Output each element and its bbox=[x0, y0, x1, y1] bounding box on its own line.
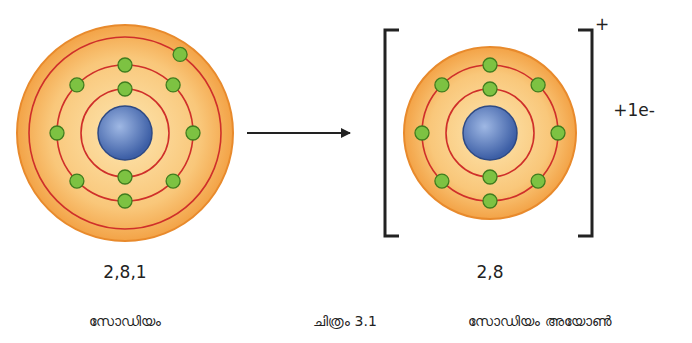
reaction-arrow bbox=[247, 132, 350, 134]
figure-caption: ചിത്രം 3.1 bbox=[313, 313, 377, 330]
electron bbox=[173, 47, 187, 61]
electron bbox=[118, 194, 132, 208]
electron bbox=[415, 126, 429, 140]
electron-loss-note: +1e- bbox=[613, 100, 655, 120]
electron bbox=[186, 126, 200, 140]
ion-bracket bbox=[578, 30, 592, 236]
ion-bracket bbox=[385, 30, 399, 236]
atom-disk bbox=[17, 25, 233, 241]
electron bbox=[483, 82, 497, 96]
electron-configuration: 2,8,1 bbox=[103, 262, 146, 282]
electron-shell bbox=[422, 65, 558, 201]
electron bbox=[531, 78, 545, 92]
electron-shell bbox=[57, 65, 193, 201]
electron-shell bbox=[29, 37, 221, 229]
atom-node: 2,8,1സോഡിയം bbox=[17, 25, 233, 241]
electron bbox=[166, 78, 180, 92]
electron bbox=[483, 194, 497, 208]
nucleus bbox=[463, 106, 517, 160]
electron bbox=[435, 78, 449, 92]
electrons bbox=[50, 47, 565, 208]
atom-name: സോഡിയം bbox=[89, 313, 161, 330]
electron bbox=[435, 174, 449, 188]
electron-configuration: 2,8 bbox=[476, 262, 503, 282]
electron bbox=[166, 174, 180, 188]
electron bbox=[118, 58, 132, 72]
electron bbox=[483, 58, 497, 72]
electron-shell bbox=[446, 89, 534, 177]
electron bbox=[531, 174, 545, 188]
ion-node: 2,8സോഡിയം അയോൺ bbox=[385, 30, 592, 236]
electron bbox=[118, 82, 132, 96]
electron bbox=[483, 170, 497, 184]
charge-sign: + bbox=[595, 14, 609, 34]
electron bbox=[118, 170, 132, 184]
electron bbox=[70, 78, 84, 92]
nucleus bbox=[98, 106, 152, 160]
electron bbox=[50, 126, 64, 140]
ion-disk bbox=[404, 47, 576, 219]
electron-shell bbox=[81, 89, 169, 177]
ion-name: സോഡിയം അയോൺ bbox=[468, 313, 611, 330]
electron bbox=[551, 126, 565, 140]
electron bbox=[70, 174, 84, 188]
